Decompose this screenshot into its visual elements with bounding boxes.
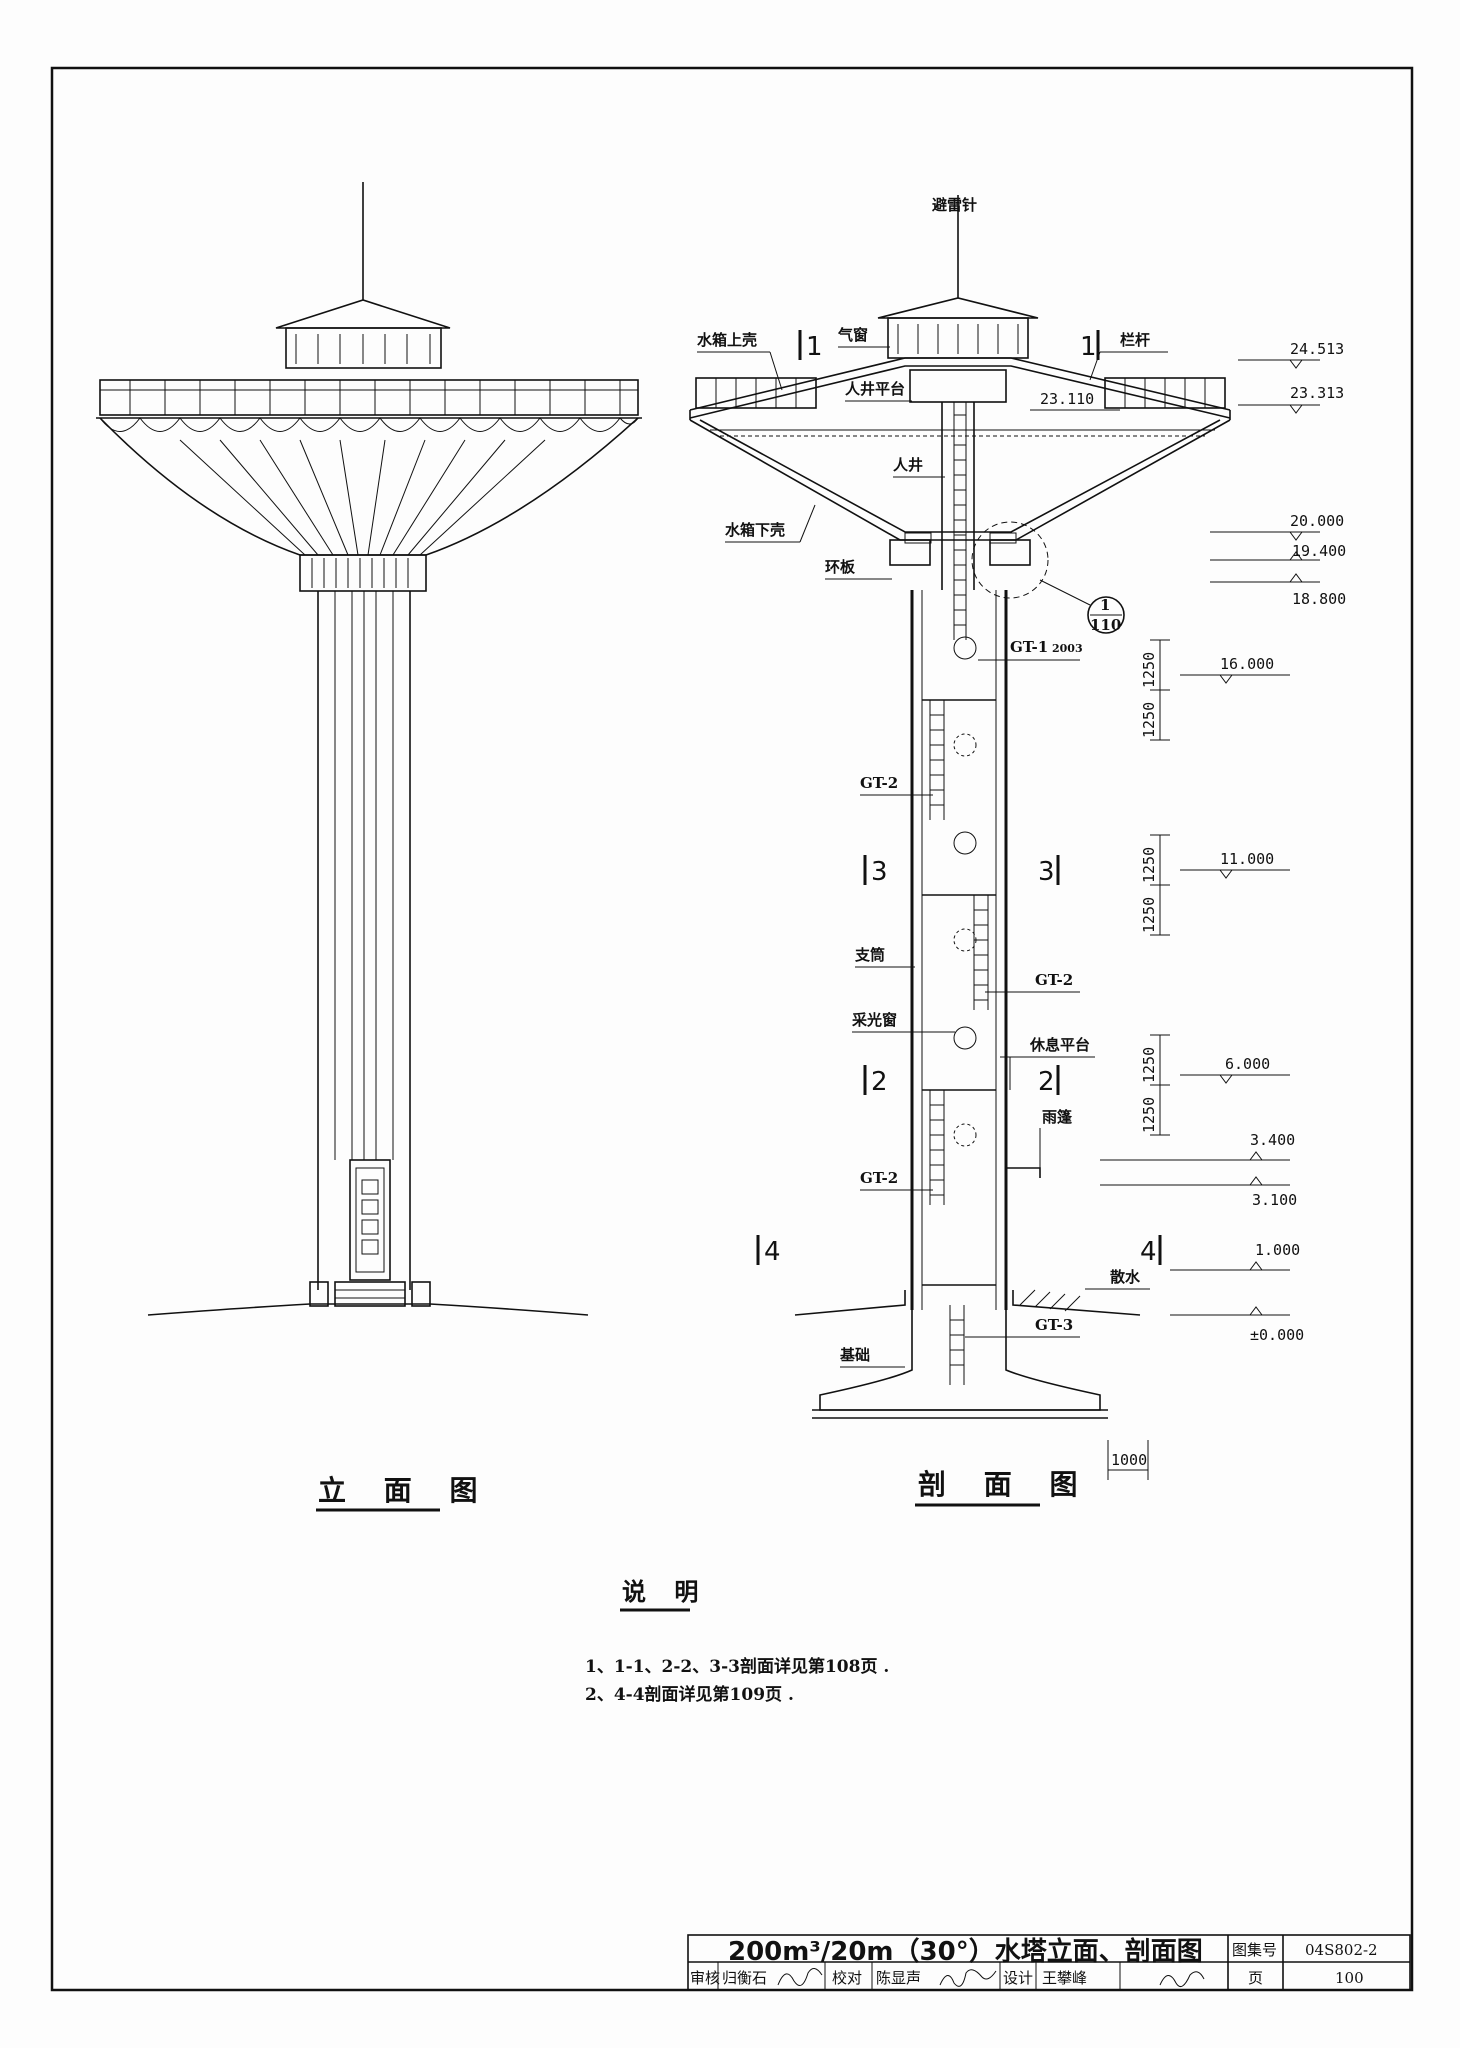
title-block-designer: 王攀峰 [1042,1969,1087,1987]
label-railing: 栏杆 [1120,331,1150,349]
elevation-view [96,182,642,1316]
label-foundation: 基础 [839,1346,870,1364]
elev-18-800: 18.800 [1292,590,1346,608]
section-mark-4-right: 4 [1140,1237,1157,1267]
dim-scale-1000: 1000 [1111,1451,1147,1469]
elev-11-000: 11.000 [1220,850,1274,868]
section-title: 剖 面 图 [918,1468,1092,1501]
elev-19-400: 19.400 [1292,542,1346,560]
label-gt2-a: GT-2 [860,774,898,792]
notes-title: 说 明 [622,1577,708,1606]
label-tank-upper-shell: 水箱上壳 [697,331,757,349]
note-item-1: 1、1-1、2-2、3-3剖面详见第108页 . [585,1656,889,1677]
label-canopy: 雨篷 [1042,1108,1073,1126]
dim-1250-d: 1250 [1140,897,1158,933]
title-block-page-label: 页 [1248,1969,1263,1987]
dim-1250-c: 1250 [1140,847,1158,883]
title-block-reviewer: 归衡石 [722,1969,767,1987]
elevation-title: 立 面 图 [318,1474,492,1507]
title-block-main-title: 200m³/20m（30°）水塔立面、剖面图 [728,1936,1203,1967]
title-block-design-label: 设计 [1003,1969,1033,1987]
dim-1250-a: 1250 [1140,652,1158,688]
label-ring-plate: 环板 [825,558,856,576]
elev-0-000: ±0.000 [1250,1326,1304,1344]
elev-3-400: 3.400 [1250,1131,1295,1149]
label-gt1-sub: 2003 [1052,642,1083,655]
title-block-checker: 陈显声 [876,1969,921,1987]
elev-20-000: 20.000 [1290,512,1344,530]
section-mark-2-right: 2 [1038,1067,1055,1097]
elev-3-100: 3.100 [1252,1191,1297,1209]
section-mark-3-right: 3 [1038,857,1055,887]
dim-1250-b: 1250 [1140,702,1158,738]
label-gt2-c: GT-2 [860,1169,898,1187]
detail-callout-page: 110 [1090,616,1121,634]
section-cut-marks [756,330,1162,1265]
label-lightning-rod: 避雷针 [932,196,977,214]
title-block-check-label: 校对 [832,1969,862,1987]
label-gt1: GT-1 [1010,638,1048,656]
label-rest-platform: 休息平台 [1029,1036,1090,1054]
label-tank-lower-shell: 水箱下壳 [725,521,785,539]
title-block-page-no: 100 [1335,1969,1364,1987]
section-mark-4-left: 4 [764,1237,781,1267]
title-block-atlas-label: 图集号 [1232,1941,1277,1959]
section-mark-3-left: 3 [871,857,888,887]
section-mark-1-right: 1 [1080,332,1097,362]
label-gt2-b: GT-2 [1035,971,1073,989]
label-apron: 散水 [1110,1268,1141,1286]
title-block [687,1934,1411,1991]
title-block-atlas-no: 04S802-2 [1305,1941,1378,1959]
dimension-chains [1107,639,1170,1480]
detail-callout-number: 1 [1100,596,1110,614]
elev-16-000: 16.000 [1220,655,1274,673]
elevation-markers [1030,359,1320,1316]
elev-24-513: 24.513 [1290,340,1344,358]
title-block-review-label: 审核 [690,1969,720,1987]
label-manhole-platform: 人井平台 [845,380,905,398]
dim-1250-f: 1250 [1140,1097,1158,1133]
label-lighting-window: 采光窗 [851,1011,897,1029]
elev-23-313: 23.313 [1290,384,1344,402]
section-mark-1-left: 1 [806,332,823,362]
dim-1250-e: 1250 [1140,1047,1158,1083]
label-support-shaft: 支筒 [854,946,885,964]
label-gt3: GT-3 [1035,1316,1073,1334]
note-item-2: 2、4-4剖面详见第109页 . [585,1684,794,1705]
label-manhole: 人井 [893,456,923,474]
section-view [689,195,1231,1419]
label-vent-window: 气窗 [837,326,868,344]
elev-1-000: 1.000 [1255,1241,1300,1259]
section-mark-2-left: 2 [871,1067,888,1097]
elev-6-000: 6.000 [1225,1055,1270,1073]
elev-23-110: 23.110 [1040,390,1094,408]
